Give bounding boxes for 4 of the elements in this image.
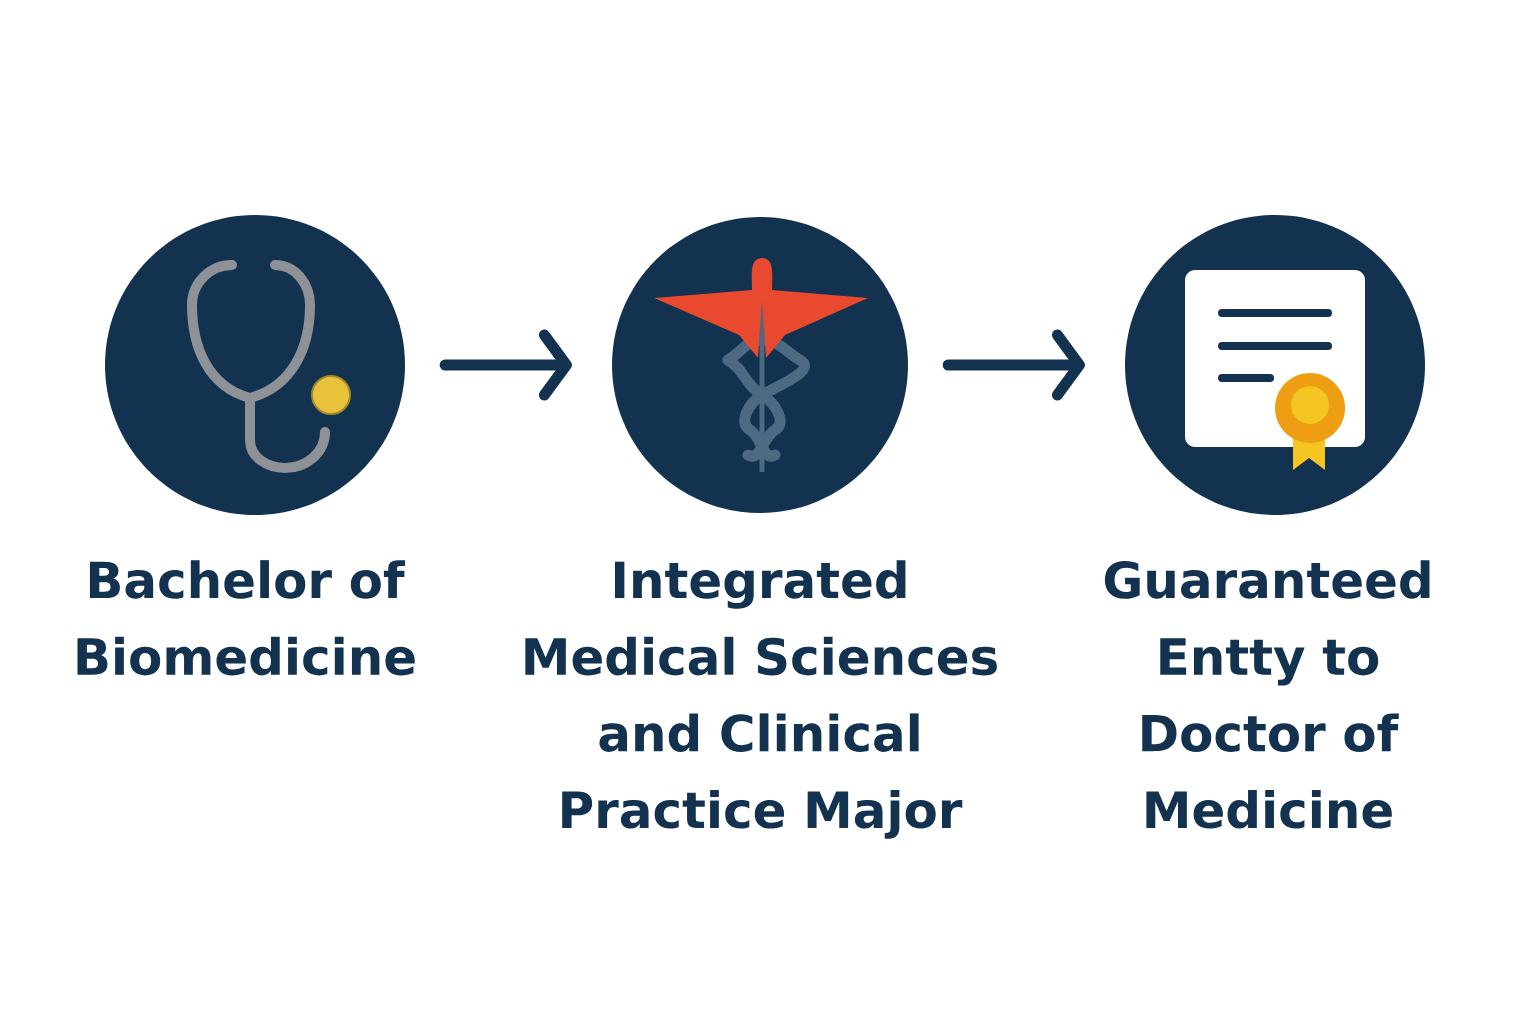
node-label: Bachelor of Biomedicine (77, 560, 415, 676)
node-label: Guaranteed Entty to Doctor of Medicine (1104, 560, 1430, 829)
node-label: Integrated Medical Sciences and Clinical Practice Major (525, 560, 997, 839)
arrow (942, 329, 1085, 401)
